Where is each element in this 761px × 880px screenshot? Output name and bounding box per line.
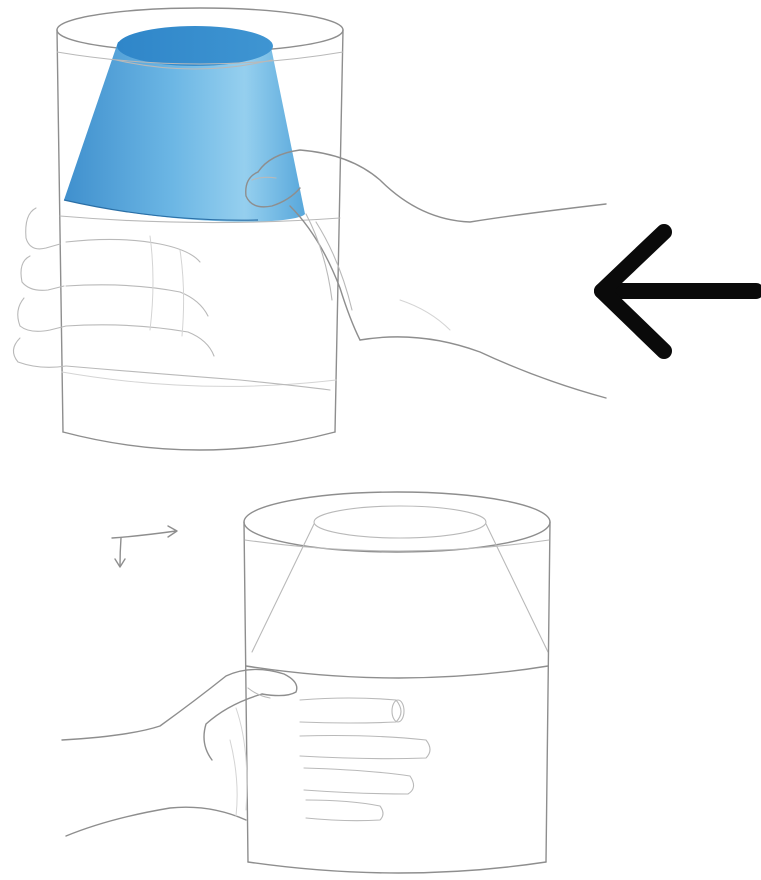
bottom-glass-illustration (62, 492, 550, 873)
blue-cup (64, 26, 305, 222)
top-glass-bottom (63, 432, 335, 450)
arrow-left-icon (602, 232, 756, 351)
top-front-hand (246, 150, 606, 398)
bottom-glass-right-wall (546, 522, 550, 862)
bottom-glass-left-wall (244, 522, 248, 862)
bottom-water-line (246, 666, 548, 678)
bottom-glass-rim (244, 492, 550, 552)
bottom-glass-bottom (248, 862, 546, 873)
top-glass-illustration (13, 8, 606, 450)
axis-arrows-icon (112, 526, 177, 567)
bottom-cup-top (314, 506, 486, 538)
top-glass-right-wall (335, 30, 343, 432)
